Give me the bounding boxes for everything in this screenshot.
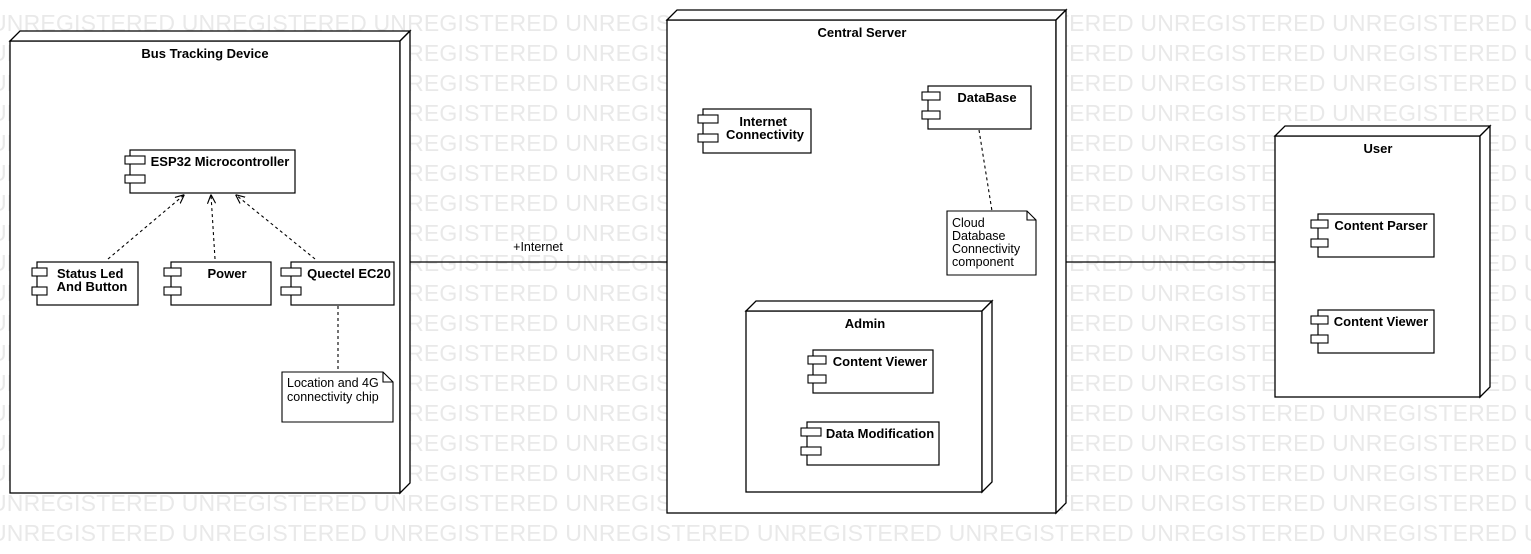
node-admin[interactable]: Admin — [744, 299, 994, 494]
node-title-central-server: Central Server — [818, 25, 907, 40]
component-label-status-led: Status Led And Button — [57, 266, 128, 294]
component-label-data-modification: Data Modification — [826, 426, 934, 441]
component-admin-content-viewer[interactable]: Content Viewer — [807, 349, 934, 394]
component-label-quectel: Quectel EC20 — [307, 266, 391, 281]
component-label-esp32: ESP32 Microcontroller — [151, 154, 290, 169]
component-label-user-content-viewer: Content Viewer — [1334, 314, 1428, 329]
note-database-description[interactable]: Cloud Database Connectivity component — [946, 210, 1037, 276]
note-text-database: Cloud Database Connectivity component — [952, 216, 1024, 269]
component-label-power: Power — [207, 266, 246, 281]
component-label-internet: Internet Connectivity — [726, 114, 805, 142]
note-text-quectel: Location and 4G connectivity chip — [287, 376, 382, 404]
component-label-content-parser: Content Parser — [1334, 218, 1427, 233]
component-user-content-viewer[interactable]: Content Viewer — [1310, 309, 1435, 354]
component-data-modification[interactable]: Data Modification — [800, 421, 940, 466]
component-internet-connectivity[interactable]: Internet Connectivity — [697, 108, 812, 154]
node-title-bus-tracking-device: Bus Tracking Device — [141, 46, 268, 61]
dependency-quectel-to-esp32[interactable] — [236, 195, 316, 260]
component-status-led-and-button[interactable]: Status Led And Button — [31, 261, 139, 306]
component-power[interactable]: Power — [163, 261, 272, 306]
node-user[interactable]: User — [1273, 124, 1492, 399]
component-quectel-ec20[interactable]: Quectel EC20 — [280, 261, 395, 306]
connection-label-internet: +Internet — [513, 240, 563, 254]
note-anchor-database — [978, 129, 993, 212]
dependency-power-to-esp32[interactable] — [211, 195, 215, 260]
component-content-parser[interactable]: Content Parser — [1310, 213, 1435, 258]
node-title-user: User — [1364, 141, 1393, 156]
component-label-database: DataBase — [957, 90, 1016, 105]
component-label-admin-content-viewer: Content Viewer — [833, 354, 927, 369]
component-database[interactable]: DataBase — [921, 85, 1032, 130]
note-quectel-description[interactable]: Location and 4G connectivity chip — [281, 371, 394, 423]
node-title-admin: Admin — [845, 316, 886, 331]
component-esp32-microcontroller[interactable]: ESP32 Microcontroller — [124, 149, 296, 194]
dependency-status-led-to-esp32[interactable] — [107, 195, 184, 260]
